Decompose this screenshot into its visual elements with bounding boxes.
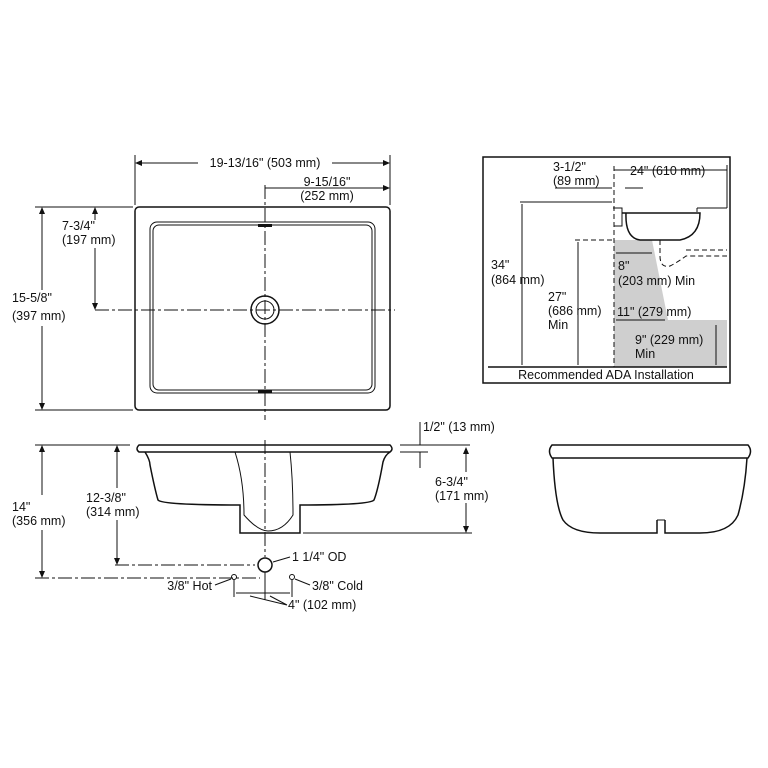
hot-supply-label: 3/8" Hot — [167, 579, 212, 593]
overflow-bottom — [258, 390, 272, 393]
bowl-depth-label: 6-3/4" — [435, 475, 468, 489]
drain-depth-label: 7-3/4" — [62, 219, 95, 233]
setback-label: 3-1/2" — [553, 160, 586, 174]
supply-spacing-label: 4" (102 mm) — [288, 598, 356, 612]
svg-text:(686 mm): (686 mm) — [548, 304, 601, 318]
ada-caption: Recommended ADA Installation — [518, 368, 694, 382]
bowl-outline-inner — [149, 221, 376, 394]
knee-depth-label: 8" — [618, 259, 629, 273]
knee-toe-clearance — [614, 240, 727, 367]
svg-text:(197 mm): (197 mm) — [62, 233, 115, 247]
drain-outlet-icon — [257, 557, 273, 573]
toe-height-label: 9" (229 mm) — [635, 333, 703, 347]
rim-thickness-label: 1/2" (13 mm) — [423, 420, 495, 434]
svg-text:(397 mm): (397 mm) — [12, 309, 65, 323]
sink-outline-outer — [134, 206, 391, 411]
ada-installation-panel: 3-1/2" (89 mm) 24" (610 mm) 34" (864 mm)… — [482, 156, 731, 384]
svg-text:(356 mm): (356 mm) — [12, 514, 65, 528]
hot-supply-icon — [231, 574, 237, 580]
front-view: 1/2" (13 mm) 6-3/4" (171 mm) 14" (356 mm… — [12, 420, 495, 612]
counter-depth-label: 24" (610 mm) — [630, 164, 705, 178]
cold-supply-label: 3/8" Cold — [312, 579, 363, 593]
toe-depth-label: 11" (279 mm) — [617, 305, 691, 319]
svg-text:(252 mm): (252 mm) — [300, 189, 353, 203]
svg-text:Min: Min — [548, 318, 568, 332]
drain-offset-label: 9-15/16" — [304, 175, 351, 189]
overall-depth-label: 15-5/8" — [12, 291, 52, 305]
knee-height-label: 27" — [548, 290, 566, 304]
overall-width-label: 19-13/16" (503 mm) — [210, 156, 321, 170]
svg-text:(864 mm): (864 mm) — [491, 273, 544, 287]
svg-text:(203 mm) Min: (203 mm) Min — [618, 274, 695, 288]
overall-height-label: 14" — [12, 500, 30, 514]
side-view — [548, 444, 752, 534]
svg-text:Min: Min — [635, 347, 655, 361]
rim-height-label: 34" — [491, 258, 509, 272]
svg-text:(89 mm): (89 mm) — [553, 174, 600, 188]
bowl-profile — [144, 451, 391, 534]
top-view: 19-13/16" (503 mm) 9-15/16" (252 mm) 15-… — [12, 155, 395, 420]
drain-height-label: 12-3/8" — [86, 491, 126, 505]
cold-supply-icon — [289, 574, 295, 580]
drain-od-label: 1 1/4" OD — [292, 550, 346, 564]
svg-text:(314 mm): (314 mm) — [86, 505, 139, 519]
svg-text:(171 mm): (171 mm) — [435, 489, 488, 503]
